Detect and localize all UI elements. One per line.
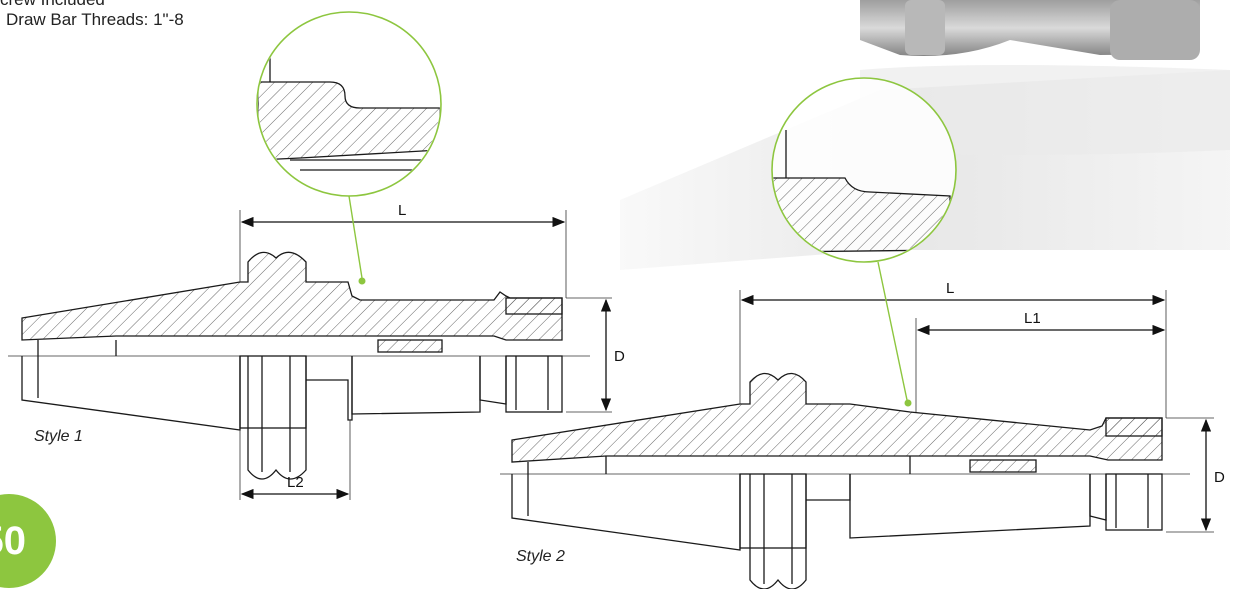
style1-dim-D xyxy=(566,297,612,413)
style2-label-L: L xyxy=(946,280,954,297)
style1-label-L2: L2 xyxy=(287,474,304,491)
style1-detail-callout xyxy=(256,11,442,285)
style1-drawing xyxy=(8,251,590,480)
style2-detail-callout xyxy=(771,77,957,407)
style2-dim-L1 xyxy=(915,318,1166,412)
header-line-2: Draw Bar Threads: 1"-8 xyxy=(6,10,184,29)
size-badge-text: 50 xyxy=(0,518,26,563)
style1-label-L: L xyxy=(398,202,406,219)
style1-dim-L xyxy=(239,210,567,298)
header-line-1: crew Included xyxy=(0,0,105,10)
style2-drawing xyxy=(500,372,1190,589)
style1-dim-L2 xyxy=(239,420,351,500)
style2-dim-D xyxy=(1166,417,1214,533)
style1-label-D: D xyxy=(614,348,625,365)
style2-dim-L xyxy=(739,290,1167,418)
style1-caption: Style 1 xyxy=(34,428,83,445)
style2-caption: Style 2 xyxy=(516,548,565,565)
style2-label-D: D xyxy=(1214,469,1225,486)
style2-label-L1: L1 xyxy=(1024,310,1041,327)
